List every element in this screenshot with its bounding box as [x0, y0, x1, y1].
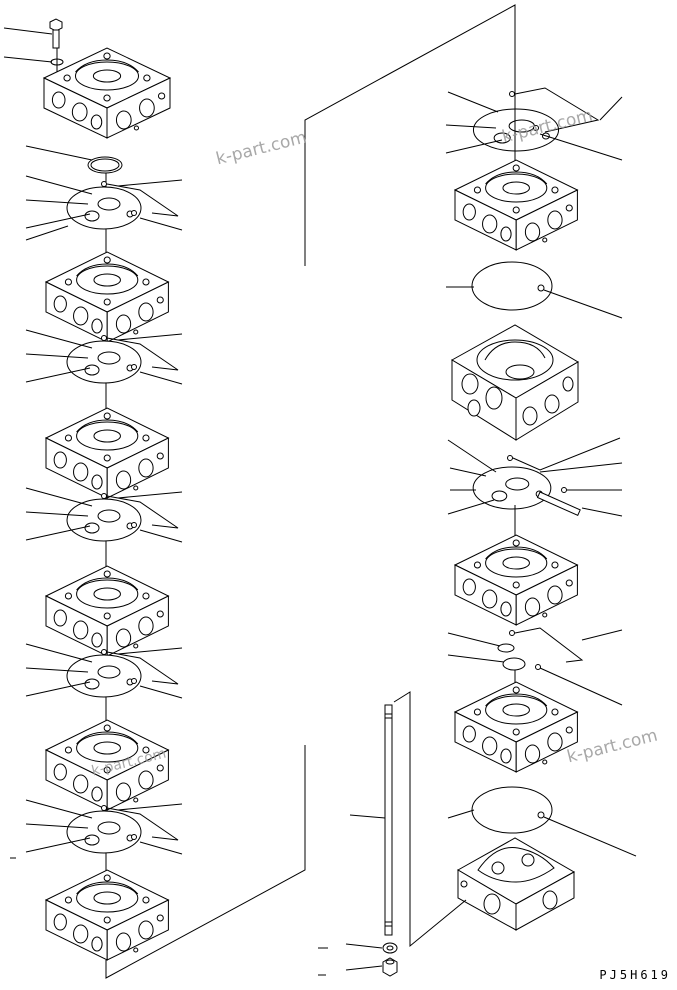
left-block-2 [45, 407, 169, 499]
right-block-3 [454, 681, 578, 773]
right-block-2 [454, 534, 578, 626]
left-block-1 [45, 251, 169, 343]
left-block-5 [45, 869, 169, 961]
right-sheet-2 [472, 787, 552, 833]
drawing-code: PJ5H619 [599, 968, 671, 982]
right-block-1 [454, 159, 578, 251]
left-section-3 [26, 488, 182, 657]
left-section-2 [26, 330, 182, 499]
right-block-large [452, 325, 578, 440]
end-cover-part [458, 838, 574, 930]
left-section-1 [26, 173, 182, 343]
tie-rod-part [385, 705, 392, 935]
left-section-4 [26, 644, 182, 811]
nut-part [383, 958, 397, 976]
right-sheet-1 [472, 262, 552, 310]
left-section-5 [26, 800, 182, 961]
left-block-3 [45, 565, 169, 657]
section-group [10, 173, 182, 961]
